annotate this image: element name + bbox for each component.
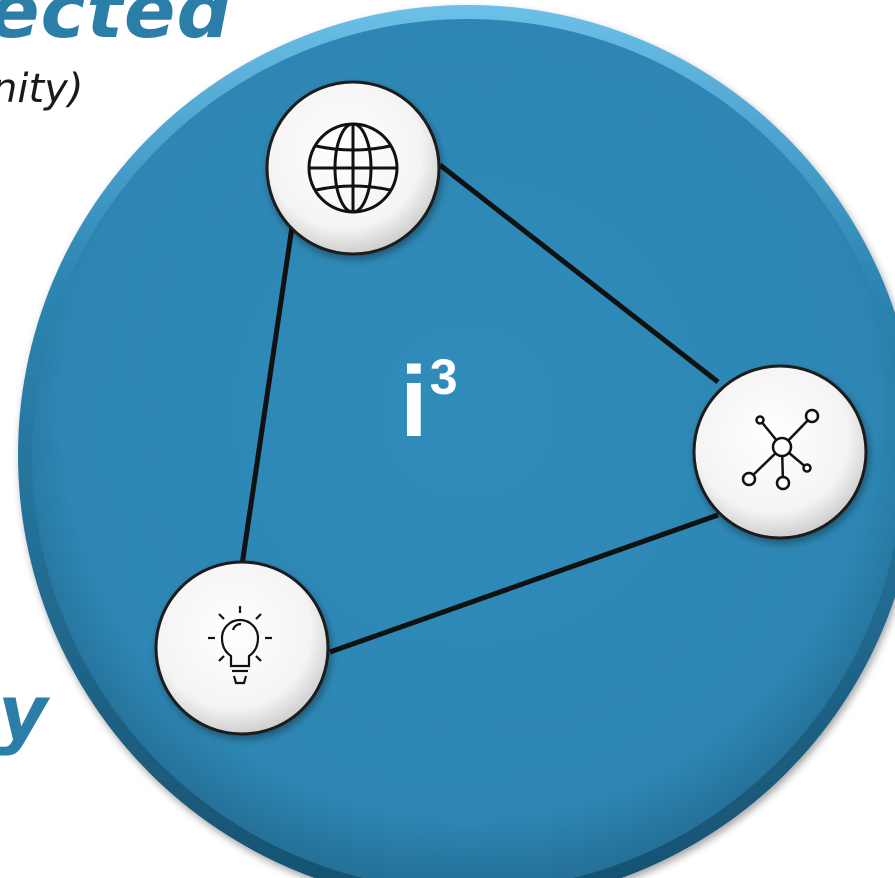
center-label-superscript: 3 xyxy=(429,349,458,405)
heading-bottom-fragment: y xyxy=(0,668,48,757)
connector-globe-network xyxy=(438,163,720,384)
center-label: i3 xyxy=(400,352,458,452)
node-idea[interactable] xyxy=(154,560,330,736)
heading-top-fragment: ected xyxy=(0,0,232,55)
globe-icon xyxy=(307,122,399,214)
connector-idea-globe xyxy=(239,226,295,566)
connector-network-idea xyxy=(329,512,719,655)
connectors xyxy=(239,163,720,655)
node-network[interactable] xyxy=(692,364,868,540)
network-icon xyxy=(741,408,820,491)
node-globe[interactable] xyxy=(265,80,441,256)
lightbulb-icon xyxy=(208,606,272,685)
center-label-base: i xyxy=(400,346,428,458)
subheading-top-fragment: nity) xyxy=(0,66,84,112)
